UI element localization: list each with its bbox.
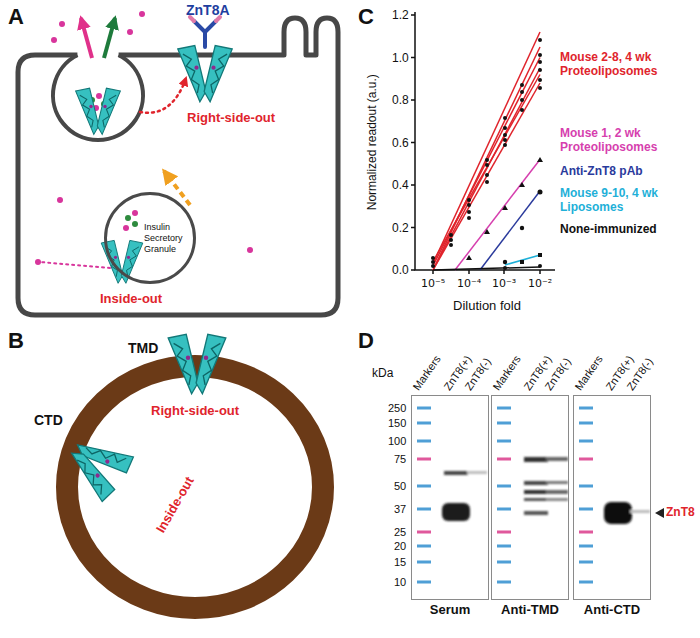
blot-caption: Serum xyxy=(412,602,488,618)
znt8-structure xyxy=(76,88,121,134)
tick-label: 100 xyxy=(388,435,406,448)
fit-line xyxy=(433,32,540,270)
legend-text: None-immunized xyxy=(560,222,657,236)
axis-title: kDa xyxy=(372,366,393,380)
fused-granule xyxy=(53,55,143,140)
data-point xyxy=(431,38,543,270)
blot-band xyxy=(442,457,650,524)
tick-label: 37 xyxy=(394,503,406,516)
panel-letter: D xyxy=(358,328,374,354)
node-label: Insulin Secretory Granule xyxy=(144,222,190,254)
zinc-dot xyxy=(35,259,41,265)
cell-outline: Right-side-outInside-out Insulin Secretor… xyxy=(15,15,343,320)
insulin-dots xyxy=(51,11,253,253)
trafficking-arrow xyxy=(164,171,190,205)
panel-letter: A xyxy=(8,4,24,30)
znt8-structure xyxy=(59,427,136,504)
znt8-structure xyxy=(101,240,143,283)
axis-title: Normalized readout (a.u.) xyxy=(365,74,379,210)
tick-label: 0.4 xyxy=(392,178,409,192)
blot-caption: Anti-CTD xyxy=(574,602,650,618)
tick-label: 25 xyxy=(394,526,406,539)
antibody-label: ZnT8A xyxy=(186,2,230,19)
tick-label: 15 xyxy=(394,556,406,569)
chart-axes xyxy=(411,12,555,274)
tick-label: 1.2 xyxy=(392,8,409,22)
antibody-symbol xyxy=(194,21,216,47)
znt8-structure xyxy=(168,334,226,393)
tick-label: 10 xyxy=(394,576,406,589)
tick-label: 10⁻³ xyxy=(492,277,516,290)
node-label: Right-side-out xyxy=(151,403,239,419)
tick-label: 1.0 xyxy=(392,51,409,65)
domain-label: CTD xyxy=(34,412,63,429)
trafficking-arrow xyxy=(140,78,186,113)
liposome: Right-side-outInside-out xyxy=(67,365,323,609)
legend-text: Mouse 1, 2 wk Proteoliposomes xyxy=(560,126,682,155)
zinc-flux-line xyxy=(40,262,110,268)
tick-label: 50 xyxy=(394,480,406,493)
release-arrow xyxy=(104,18,115,58)
marker-ladder xyxy=(417,407,431,584)
tick-label: 0.0 xyxy=(392,263,409,277)
tick-label: 250 xyxy=(388,402,406,415)
tick-label: 0.2 xyxy=(392,221,409,235)
tick-label: 75 xyxy=(394,453,406,466)
legend-text: Mouse 9-10, 4 wk Liposomes xyxy=(560,186,682,215)
band-label: ZnT8 xyxy=(666,505,695,519)
tick-label: 10⁻⁴ xyxy=(457,277,481,290)
node-label: Inside-out xyxy=(153,474,198,536)
znt8-structure xyxy=(178,46,232,102)
marker-ladder xyxy=(497,407,511,584)
cell-membrane xyxy=(18,18,338,315)
tick-label: 0.6 xyxy=(392,136,409,150)
western-blot: MarkersZnT8(+)ZnT8(-)Anti-CTD xyxy=(573,395,651,600)
legend-text: Anti-ZnT8 pAb xyxy=(560,164,643,178)
blot-caption: Anti-TMD xyxy=(492,602,568,618)
lane-label: Markers xyxy=(572,353,606,393)
tick-label: 10⁻² xyxy=(528,277,552,290)
legend-text: Mouse 2-8, 4 wk Proteoliposomes xyxy=(560,50,682,79)
tick-label: 20 xyxy=(394,540,406,553)
band-pointer xyxy=(655,508,664,518)
tick-label: 0.8 xyxy=(392,93,409,107)
lane-label: Markers xyxy=(490,353,524,393)
tick-label: 10⁻⁵ xyxy=(421,277,445,290)
western-blot: MarkersZnT8(+)ZnT8(-)Serum xyxy=(411,395,489,600)
western-blot: MarkersZnT8(+)ZnT8(-)Anti-TMD xyxy=(491,395,569,600)
node-label: Right-side-out xyxy=(187,110,275,126)
panel-letter: C xyxy=(358,4,374,30)
node-label: Inside-out xyxy=(100,291,162,307)
domain-label: TMD xyxy=(128,340,158,357)
lane-label: Markers xyxy=(410,353,444,393)
tick-label: 150 xyxy=(388,417,406,430)
marker-ladder xyxy=(579,407,593,584)
axis-title: Dilution fold xyxy=(453,298,521,314)
secretory-granule: Insulin Secretory Granule xyxy=(104,192,196,284)
panel-letter: B xyxy=(8,328,24,354)
release-arrow xyxy=(81,18,92,58)
